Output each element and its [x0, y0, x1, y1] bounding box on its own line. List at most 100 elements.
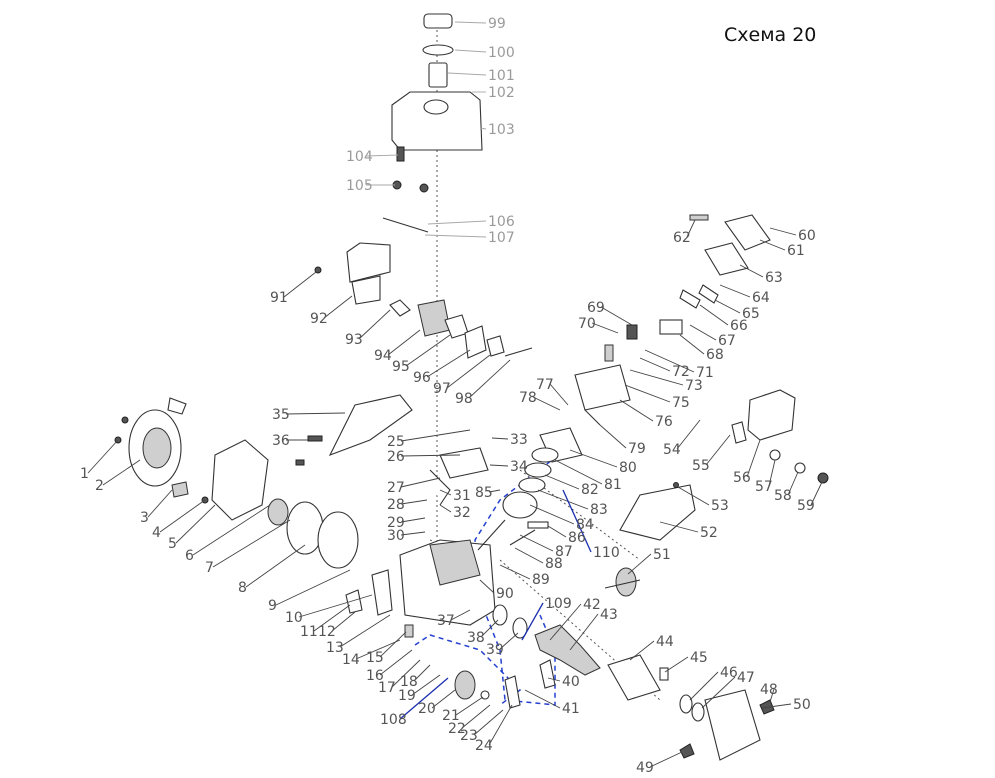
leader-6	[192, 504, 271, 556]
part-shape-gasket-93	[389, 299, 411, 317]
leader-63	[739, 264, 764, 278]
part-label-102: 102	[488, 85, 515, 101]
part-shape-starter-pulley	[267, 498, 289, 526]
part-label-40: 40	[562, 674, 580, 690]
part-label-23: 23	[460, 728, 478, 744]
leader-77	[549, 383, 569, 406]
part-label-94: 94	[374, 348, 392, 364]
leader-68	[679, 334, 705, 355]
part-shape-muffler-gasket	[731, 421, 747, 444]
part-shape-cleaner-base	[351, 275, 381, 305]
part-label-76: 76	[655, 414, 673, 430]
part-label-31: 31	[453, 488, 471, 504]
leader-13	[339, 614, 391, 648]
part-label-49: 49	[636, 760, 654, 776]
leader-39	[499, 632, 519, 650]
part-label-39: 39	[486, 642, 504, 658]
leader-106	[427, 220, 487, 225]
leader-57	[768, 459, 776, 487]
air-filter-carb-group	[314, 242, 533, 359]
fuel-tank-group	[382, 13, 483, 233]
part-shape-dowel-45	[659, 667, 669, 681]
leader-53	[677, 486, 710, 506]
part-label-80: 80	[619, 460, 637, 476]
part-label-22: 22	[448, 721, 466, 737]
leader-44	[629, 640, 655, 661]
leader-107	[424, 234, 487, 238]
part-label-19: 19	[398, 688, 416, 704]
part-shape-washer-58	[794, 462, 806, 474]
leader-92	[323, 295, 353, 319]
part-label-50: 50	[793, 697, 811, 713]
leader-34	[489, 464, 509, 467]
part-shape-rod-bolt	[509, 529, 536, 546]
part-shape-piston	[502, 491, 538, 519]
recoil-starter-group	[114, 397, 359, 569]
leader-67	[689, 324, 717, 341]
part-shape-oil-seal-38	[492, 604, 508, 626]
leader-24	[488, 704, 513, 746]
leader-56	[746, 439, 761, 478]
part-label-38: 38	[467, 630, 485, 646]
part-label-27: 27	[387, 480, 405, 496]
part-label-24: 24	[475, 738, 493, 754]
part-label-37: 37	[437, 613, 455, 629]
leader-2	[102, 459, 141, 486]
part-label-12: 12	[318, 624, 336, 640]
leader-103	[479, 127, 487, 130]
part-label-13: 13	[326, 640, 344, 656]
part-shape-nut-59	[817, 472, 829, 484]
part-label-98: 98	[455, 391, 473, 407]
part-label-54: 54	[663, 442, 681, 458]
leader-18	[413, 664, 431, 682]
part-label-78: 78	[519, 390, 537, 406]
part-label-79: 79	[628, 441, 646, 457]
part-label-84: 84	[576, 517, 594, 533]
leader-89	[499, 564, 531, 580]
part-label-36: 36	[272, 433, 290, 449]
part-label-20: 20	[418, 701, 436, 717]
leader-72	[639, 357, 671, 372]
part-shape-crankcase-cover-gasket	[607, 654, 661, 701]
leader-45	[664, 656, 689, 673]
part-label-87: 87	[555, 544, 573, 560]
part-label-100: 100	[488, 45, 515, 61]
leader-38	[480, 619, 499, 638]
part-label-30: 30	[387, 528, 405, 544]
part-shape-rocker-65	[698, 284, 719, 304]
part-label-52: 52	[700, 525, 718, 541]
leader-32	[439, 504, 452, 513]
part-shape-bearing-46	[679, 694, 693, 714]
part-shape-tank-neck	[423, 99, 449, 115]
part-label-77: 77	[536, 377, 554, 393]
leader-41	[524, 689, 561, 709]
part-label-1: 1	[80, 466, 89, 482]
part-label-34: 34	[510, 459, 528, 475]
part-shape-washer-57	[769, 449, 781, 461]
part-label-44: 44	[656, 634, 674, 650]
part-shape-carburettor	[417, 299, 451, 337]
part-label-97: 97	[433, 381, 451, 397]
leader-99	[454, 21, 487, 24]
leader-83	[537, 489, 589, 510]
part-shape-cap-body	[423, 13, 453, 29]
part-label-3: 3	[140, 510, 149, 526]
leader-10	[298, 594, 373, 618]
leader-9	[275, 569, 351, 606]
leader-54	[676, 419, 701, 450]
part-shape-arm-24	[504, 675, 521, 709]
part-shape-seal-47	[691, 702, 705, 722]
part-shape-valve-spring	[604, 344, 614, 362]
part-shape-crankcase-cover	[704, 689, 761, 761]
part-label-32: 32	[453, 505, 471, 521]
leader-55	[705, 434, 731, 466]
part-shape-cover-gasket	[704, 242, 749, 276]
part-shape-wire-harness	[429, 469, 451, 506]
part-shape-ring-81	[531, 447, 559, 463]
leader-30	[400, 531, 426, 536]
leader-82	[544, 474, 580, 490]
leader-3	[147, 489, 173, 518]
part-shape-flywheel	[286, 501, 324, 555]
leader-58	[787, 471, 799, 496]
part-shape-insulator-96	[464, 325, 487, 359]
